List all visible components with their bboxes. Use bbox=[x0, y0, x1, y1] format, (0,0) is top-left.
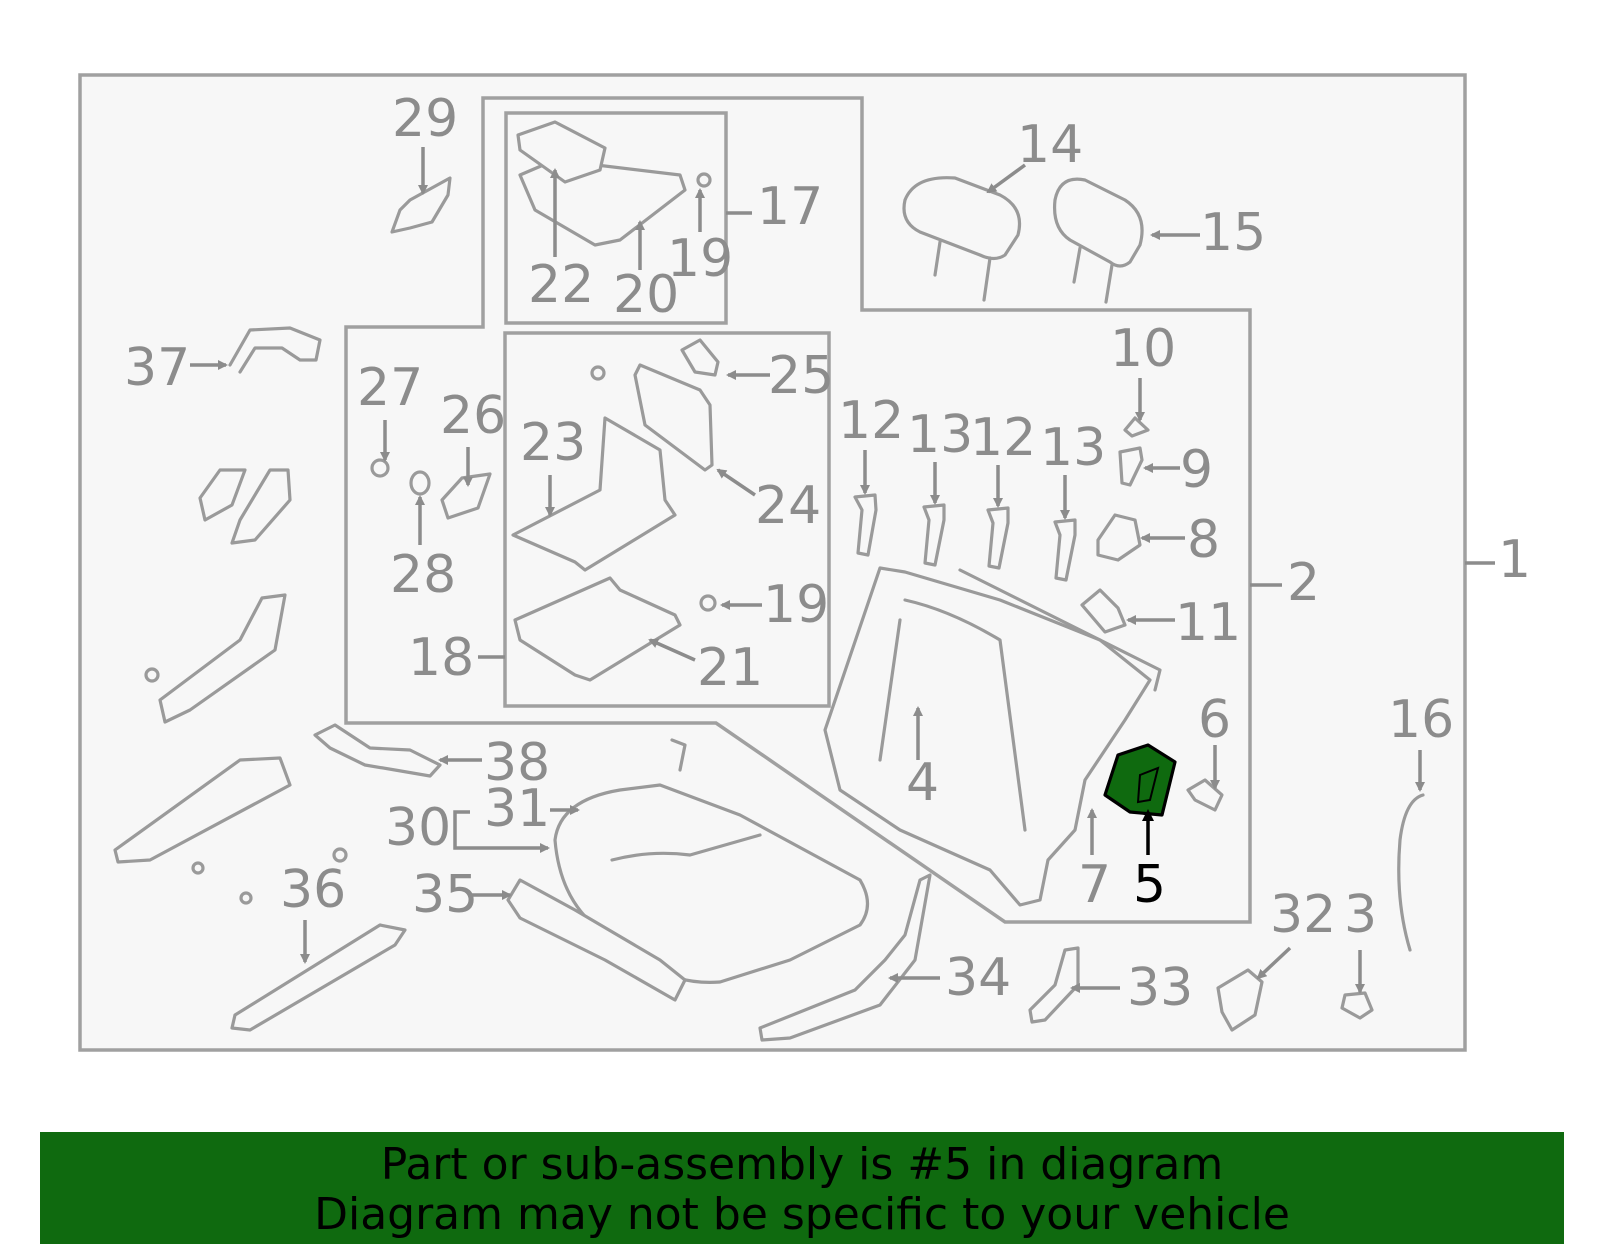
callout-5: 5 bbox=[1133, 855, 1166, 915]
callout-27: 27 bbox=[357, 358, 423, 418]
callout-28: 28 bbox=[390, 545, 456, 605]
callout-4: 4 bbox=[906, 753, 939, 813]
clip-2 bbox=[239, 891, 253, 905]
cupholder-box bbox=[503, 331, 831, 708]
callout-35: 35 bbox=[412, 865, 478, 925]
callout-23: 23 bbox=[520, 413, 586, 473]
callout-32: 32 bbox=[1270, 885, 1336, 945]
callout-13-right: 13 bbox=[1040, 418, 1106, 478]
seat-cushion bbox=[553, 783, 870, 984]
callout-19-lower: 19 bbox=[763, 575, 829, 635]
callout-19-top: 19 bbox=[667, 229, 733, 289]
callout-18: 18 bbox=[408, 628, 474, 688]
harness-37 bbox=[228, 326, 322, 374]
clip-1 bbox=[191, 861, 205, 875]
rail-35 bbox=[506, 878, 687, 1002]
clip-10 bbox=[1123, 416, 1150, 438]
seatback-frame bbox=[823, 566, 1152, 907]
washer-28 bbox=[409, 470, 431, 496]
harness-38 bbox=[313, 723, 442, 778]
callout-24: 24 bbox=[755, 476, 821, 536]
callout-15: 15 bbox=[1200, 203, 1266, 263]
headrest-14 bbox=[902, 176, 1022, 302]
screw-19 bbox=[699, 594, 717, 612]
trim-33 bbox=[1028, 946, 1080, 1024]
banner-line-2: Diagram may not be specific to your vehi… bbox=[314, 1189, 1290, 1240]
callout-16: 16 bbox=[1388, 690, 1454, 750]
callout-34: 34 bbox=[945, 948, 1011, 1008]
trim-upper-left bbox=[198, 468, 247, 522]
callout-33: 33 bbox=[1127, 958, 1193, 1018]
callout-13-left: 13 bbox=[907, 405, 973, 465]
trim-34 bbox=[758, 873, 932, 1042]
trim-upper-right bbox=[230, 468, 292, 545]
clip-25 bbox=[680, 338, 720, 377]
panel-23 bbox=[511, 416, 677, 572]
callout-20: 20 bbox=[613, 265, 679, 325]
screw-25 bbox=[590, 365, 606, 381]
panel-24 bbox=[633, 363, 714, 472]
callout-17: 17 bbox=[757, 177, 823, 237]
bracket-32 bbox=[1216, 968, 1264, 1032]
info-banner: Part or sub-assembly is #5 in diagram Di… bbox=[40, 1132, 1564, 1244]
part-5-detail bbox=[1136, 766, 1160, 804]
callout-arrows bbox=[190, 147, 1425, 994]
callout-12-left: 12 bbox=[838, 391, 904, 451]
cushion-wire bbox=[670, 738, 687, 772]
bracket-11 bbox=[1080, 588, 1127, 634]
callout-1: 1 bbox=[1498, 530, 1531, 590]
callout-2: 2 bbox=[1287, 553, 1320, 613]
rail-left bbox=[113, 756, 292, 864]
callout-21: 21 bbox=[697, 638, 763, 698]
armrest-box bbox=[504, 111, 728, 325]
pin-9 bbox=[1118, 446, 1144, 487]
cable-16 bbox=[1397, 793, 1425, 952]
guides bbox=[853, 493, 1077, 582]
callout-9: 9 bbox=[1180, 440, 1213, 500]
callout-30: 30 bbox=[385, 798, 451, 858]
banner-line-1: Part or sub-assembly is #5 in diagram bbox=[380, 1139, 1224, 1190]
bracket-8 bbox=[1096, 513, 1142, 562]
callout-12-right: 12 bbox=[970, 408, 1036, 468]
seatback-region bbox=[344, 96, 1252, 924]
callout-38: 38 bbox=[484, 733, 550, 793]
callout-29: 29 bbox=[392, 89, 458, 149]
cupholder-18 bbox=[513, 576, 682, 682]
seatback-seam bbox=[903, 598, 1027, 832]
bracket-26 bbox=[440, 472, 492, 520]
headrest-15 bbox=[1052, 177, 1144, 304]
callout-25: 25 bbox=[768, 346, 834, 406]
callout-14: 14 bbox=[1017, 115, 1083, 175]
callout-3: 3 bbox=[1344, 885, 1377, 945]
callout-10: 10 bbox=[1110, 319, 1176, 379]
callout-36: 36 bbox=[280, 860, 346, 920]
callout-26: 26 bbox=[440, 386, 506, 446]
callout-37: 37 bbox=[124, 338, 190, 398]
callout-6: 6 bbox=[1198, 690, 1231, 750]
armrest-assembly bbox=[516, 120, 712, 247]
callout-11: 11 bbox=[1175, 593, 1241, 653]
trim-left-long bbox=[158, 593, 287, 724]
clip-3 bbox=[332, 847, 348, 863]
callout-22: 22 bbox=[528, 255, 594, 315]
callout-8: 8 bbox=[1187, 510, 1220, 570]
bracket-29 bbox=[390, 176, 452, 234]
cushion-seam bbox=[610, 833, 762, 862]
seatback-bar bbox=[958, 568, 1162, 692]
screw-left bbox=[144, 667, 160, 683]
rail-36 bbox=[230, 923, 407, 1032]
callout-31: 31 bbox=[484, 779, 550, 839]
seatback-edge bbox=[878, 618, 902, 762]
callout-7: 7 bbox=[1078, 855, 1111, 915]
